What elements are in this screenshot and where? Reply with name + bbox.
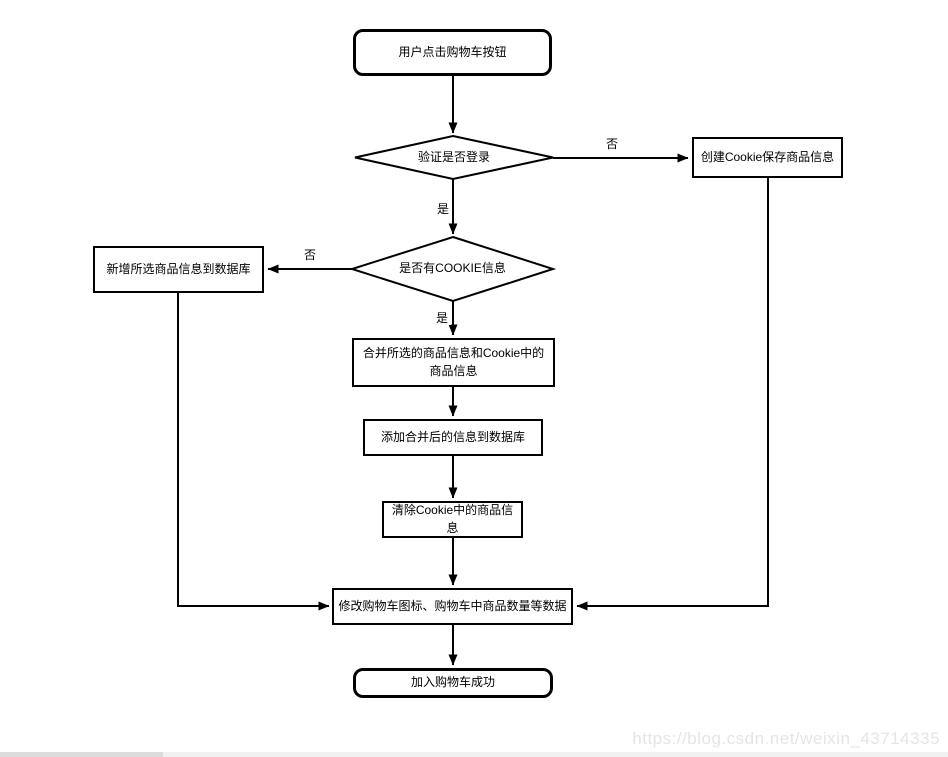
node-insert-db: 新增所选商品信息到数据库 [93,246,264,293]
edge-insertdb-to-updatecart [177,293,330,611]
node-check-cookie: 是否有COOKIE信息 [399,261,506,276]
horizontal-scrollbar-thumb[interactable] [0,752,163,757]
edge-label-cookie-yes: 是 [433,309,451,325]
node-check-login: 验证是否登录 [417,149,490,164]
edge-label-cookie-no: 否 [301,246,319,262]
edge-label-login-no: 否 [603,135,621,151]
node-merge-info: 合并所选的商品信息和Cookie中的商品信息 [352,338,555,387]
edge-createcookie-to-updatecart [576,178,769,611]
edge-label-login-yes: 是 [434,200,452,216]
node-update-cart-ui: 修改购物车图标、购物车中商品数量等数据 [332,588,573,625]
node-user-click-cart: 用户点击购物车按钮 [353,29,552,76]
horizontal-scrollbar-track[interactable] [0,752,948,757]
node-create-cookie: 创建Cookie保存商品信息 [692,137,843,178]
csdn-watermark: https://blog.csdn.net/weixin_43714335 [632,729,940,748]
node-add-merged-to-db: 添加合并后的信息到数据库 [363,419,543,456]
node-add-cart-success: 加入购物车成功 [353,668,553,698]
node-clear-cookie: 清除Cookie中的商品信息 [382,501,523,538]
